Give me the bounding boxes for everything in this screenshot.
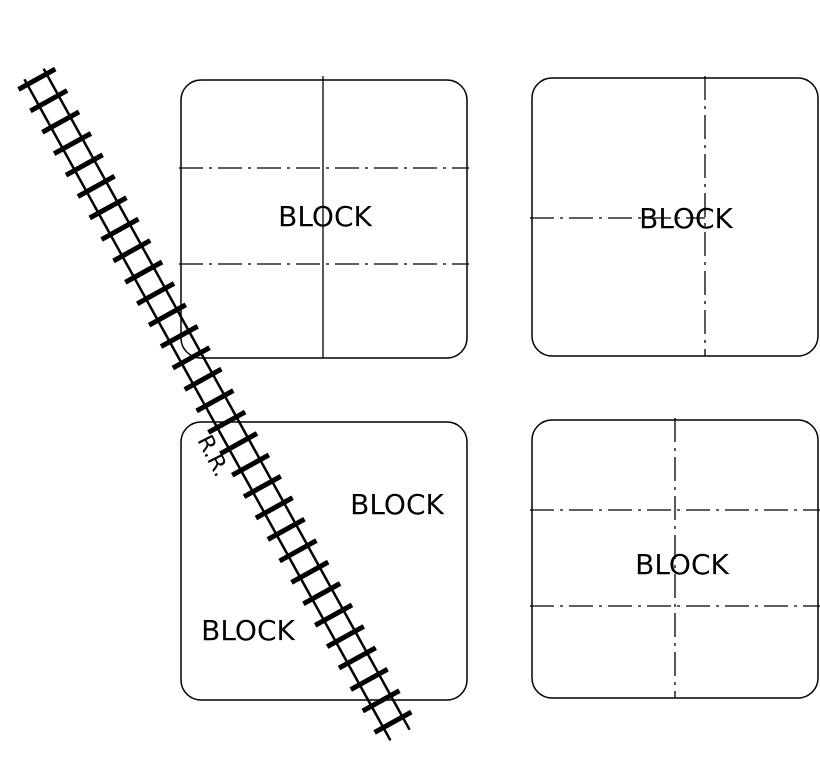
railroad-tie xyxy=(278,538,318,564)
railroad-tie xyxy=(290,559,330,585)
railroad-tie xyxy=(266,517,306,542)
railroad-track xyxy=(17,66,413,741)
railroad-tie xyxy=(254,495,294,521)
railroad-tie xyxy=(124,259,164,285)
railroad-rail xyxy=(23,78,392,741)
railroad-tie xyxy=(219,431,259,456)
railroad-tie xyxy=(112,238,152,264)
railroad-tie xyxy=(159,324,199,349)
block-top-right: BLOCK xyxy=(530,76,819,357)
railroad-rail xyxy=(42,68,411,731)
block-label: BLOCK xyxy=(639,202,733,235)
railroad-tie xyxy=(302,581,342,606)
railroad-tie xyxy=(183,366,223,392)
block-bottom-right: BLOCK xyxy=(530,418,820,699)
railroad-tie xyxy=(242,474,283,499)
railroad-tie xyxy=(207,409,247,435)
railroad-tie xyxy=(349,667,389,692)
railroad-tie xyxy=(171,345,211,371)
railroad-tie xyxy=(313,602,354,628)
block-label: BLOCK xyxy=(278,200,372,233)
railroad-tie xyxy=(337,645,377,671)
railroad-tie xyxy=(29,88,69,114)
block-top-left: BLOCK xyxy=(179,76,469,359)
railroad-tie xyxy=(373,709,413,735)
railroad-tie xyxy=(17,66,57,92)
railroad-tie xyxy=(147,302,188,328)
railroad-label: R.R. xyxy=(192,431,234,481)
railroad-tie xyxy=(325,624,366,649)
railroad-tie xyxy=(76,174,116,199)
railroad-tie xyxy=(135,281,176,306)
railroad-tie xyxy=(52,131,93,156)
block-label: BLOCK xyxy=(635,548,729,581)
block-bottom-left: BLOCK BLOCK xyxy=(180,421,468,701)
railroad-tie xyxy=(230,452,271,478)
railroad-tie xyxy=(195,388,235,414)
block-label-lower: BLOCK xyxy=(201,614,295,647)
railroad-tie xyxy=(361,688,401,714)
railroad-tie xyxy=(64,152,104,178)
railroad-tie xyxy=(88,195,128,221)
railroad-tie xyxy=(41,109,81,135)
block-label-upper: BLOCK xyxy=(350,488,444,521)
railroad-tie xyxy=(100,216,140,242)
